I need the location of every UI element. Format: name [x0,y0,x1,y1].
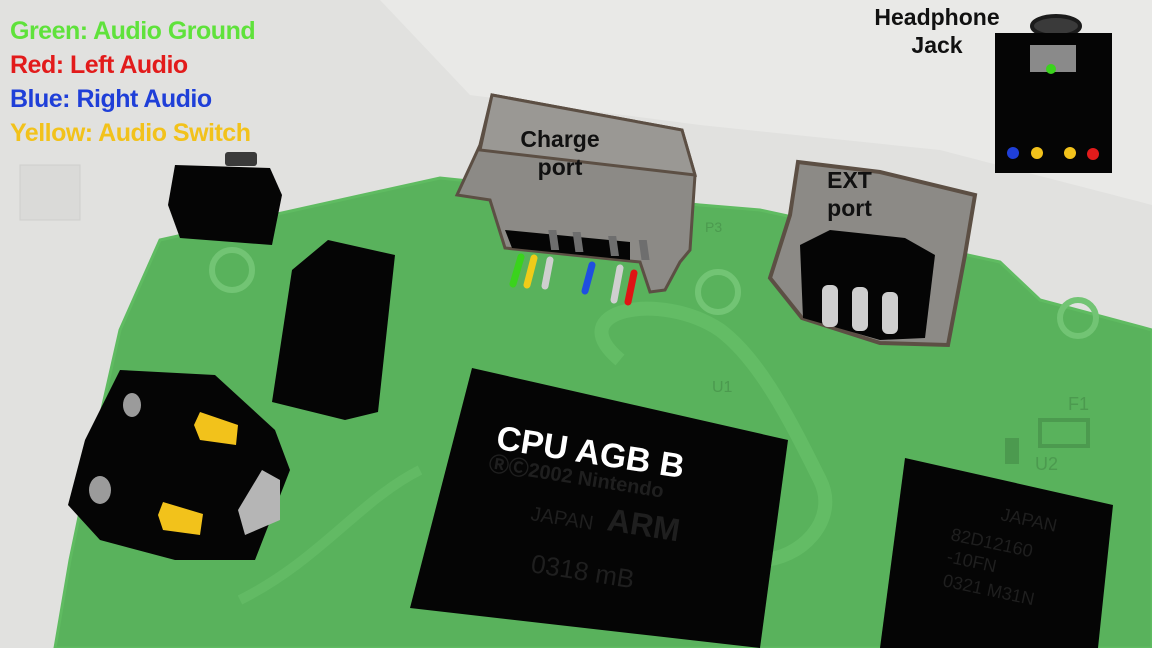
jack-pin-yellow-2 [1064,147,1076,159]
jack-pin-red [1087,148,1099,160]
legend-red: Red: Left Audio [10,48,255,82]
smd-part-2 [1005,438,1019,464]
ext-pin-1 [822,285,838,327]
wire-gray-1 [545,260,550,286]
headphone-jack-label: Headphone Jack [862,3,1012,59]
ext-pin-3 [882,292,898,334]
legend-green: Green: Audio Ground [10,14,255,48]
shell-tab [20,165,80,220]
legend-blue: Blue: Right Audio [10,82,255,116]
gray-pad-1 [123,393,141,417]
gray-pad-2 [89,476,111,504]
color-legend: Green: Audio Ground Red: Left Audio Blue… [10,14,255,150]
jack-pin-yellow-1 [1031,147,1043,159]
ext-pin-2 [852,287,868,331]
charge-port-label: Charge port [500,125,620,181]
small-connector [168,165,282,245]
ref-p3: P3 [705,219,722,235]
ref-u1: U1 [712,379,733,396]
ext-port-label: EXT port [802,166,897,222]
jack-pin-blue [1007,147,1019,159]
jack-pin-green [1046,64,1056,74]
legend-yellow: Yellow: Audio Switch [10,116,255,150]
ref-u2: U2 [1035,454,1058,474]
ref-f1: F1 [1068,394,1089,414]
small-connector-tab [225,152,257,166]
